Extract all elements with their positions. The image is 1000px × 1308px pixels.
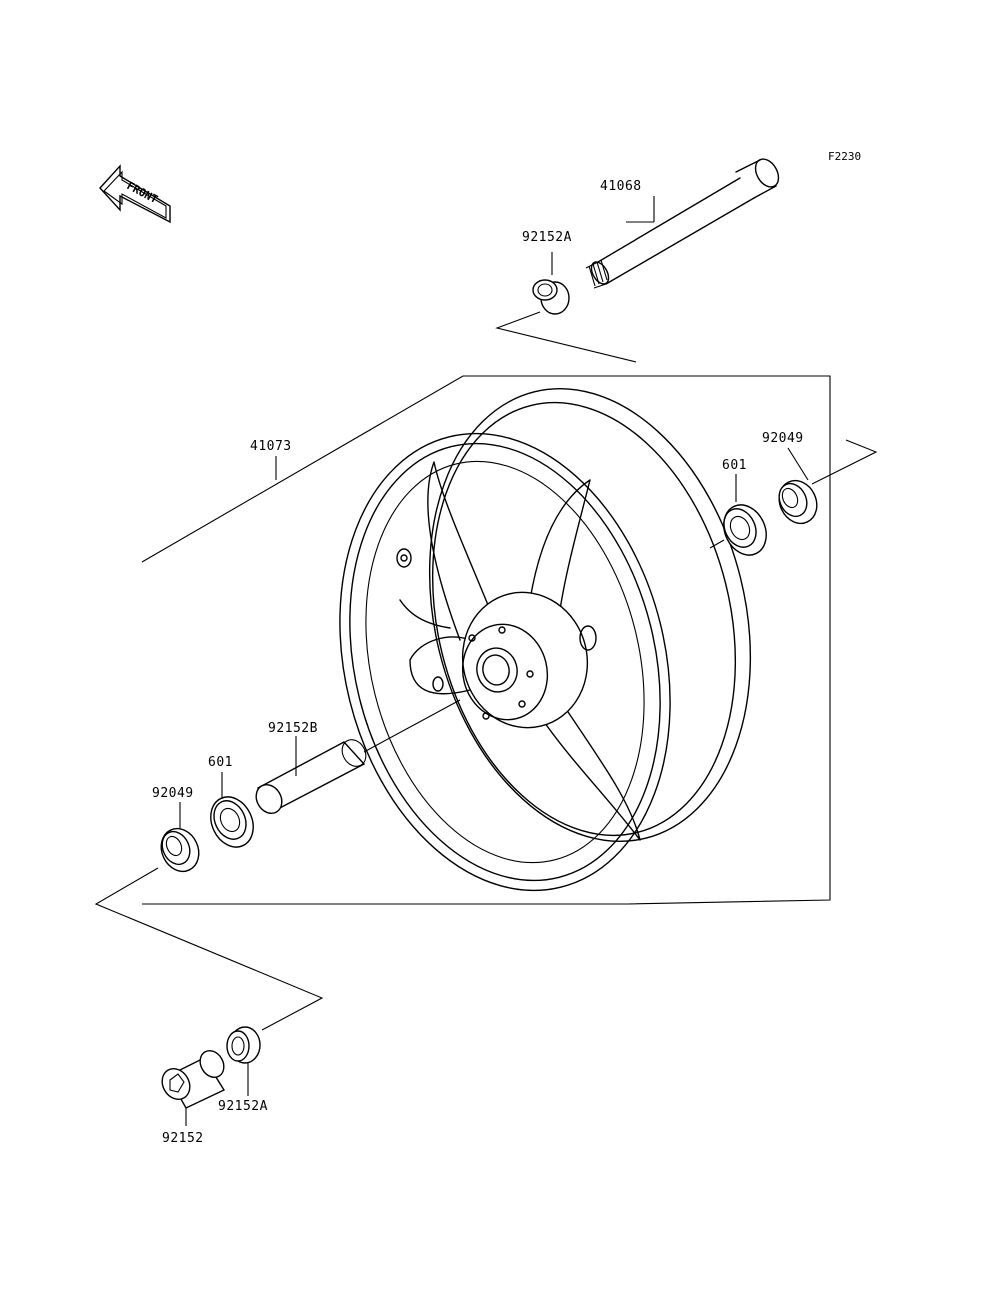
collar-bottom-part: 92152A (218, 1026, 268, 1114)
leader-collar-top (495, 311, 637, 363)
spacer-part: 92152B (255, 721, 367, 815)
leader-left (94, 867, 324, 1031)
label-collar-left: 92152 (162, 1131, 204, 1146)
label-collar-bottom: 92152A (218, 1099, 268, 1114)
label-spacer: 92152B (268, 721, 318, 736)
label-wheel: 41073 (250, 439, 292, 454)
label-bearing-left: 601 (208, 755, 233, 770)
seal-left-part: 92049 (152, 786, 200, 873)
leader-right (811, 439, 878, 485)
label-collar-top: 92152A (522, 230, 572, 245)
label-seal-right: 92049 (762, 431, 804, 446)
collar-left-part: 92152 (161, 1049, 226, 1146)
label-seal-left: 92049 (152, 786, 194, 801)
leader-spacer (363, 699, 461, 753)
bearing-right-part: 601 (722, 458, 767, 556)
label-bearing-right: 601 (722, 458, 747, 473)
bearing-left-part: 601 (208, 755, 254, 848)
figure-ref: F2230 (828, 150, 861, 163)
collar-top-part: 92152A (522, 230, 572, 315)
seal-right-part: 92049 (762, 431, 818, 525)
axle-part: 41068 (585, 158, 780, 289)
label-axle: 41068 (600, 179, 642, 194)
wheel-frame (141, 375, 831, 905)
front-arrow-icon: FRONT (99, 164, 171, 224)
wheel-part (339, 388, 752, 892)
